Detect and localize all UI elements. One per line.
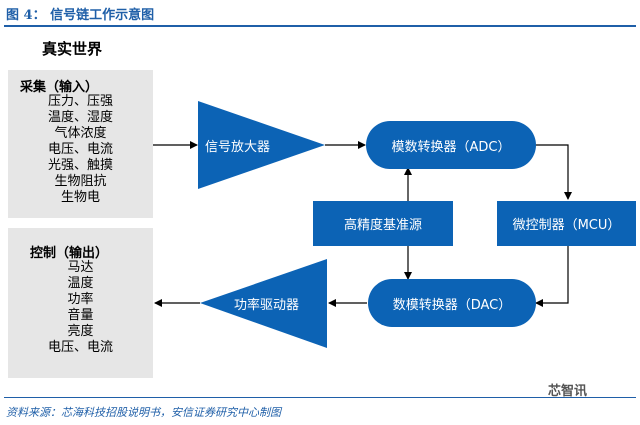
footer-rule [4, 397, 636, 398]
reference-block: 高精度基准源 [313, 201, 453, 246]
output-item: 马达 [67, 260, 94, 275]
output-heading: 控制（输出） [30, 246, 109, 261]
output-item: 功率 [67, 292, 94, 307]
mcu-block: 微控制器（MCU） [497, 201, 636, 246]
output-item: 电压、电流 [47, 340, 113, 355]
input-item: 生物电 [60, 190, 100, 205]
dac-block: 数模转换器（DAC） [368, 279, 536, 327]
driver-triangle [200, 259, 327, 348]
input-item: 温度、湿度 [47, 110, 113, 125]
watermark-text: 芯智讯 [548, 384, 588, 399]
input-item: 压力、压强 [47, 94, 113, 109]
input-list: 压力、压强 温度、湿度 气体浓度 电压、电流 光强、触摸 生物阻抗 生物电 [8, 94, 153, 206]
output-item: 亮度 [67, 324, 94, 339]
output-panel: 控制（输出） 马达 温度 功率 音量 亮度 电压、电流 [8, 228, 153, 378]
real-world-label: 真实世界 [42, 40, 103, 58]
adc-block: 模数转换器（ADC） [366, 121, 536, 169]
amplifier-triangle [198, 101, 325, 189]
output-item: 音量 [67, 308, 94, 323]
driver-label: 功率驱动器 [234, 298, 300, 313]
input-item: 生物阻抗 [54, 174, 107, 189]
amplifier-label: 信号放大器 [205, 140, 271, 155]
input-heading: 采集（输入） [20, 80, 99, 95]
title-rule [4, 25, 636, 27]
source-note: 资料来源：芯海科技招股说明书，安信证券研究中心制图 [6, 406, 281, 419]
output-item: 温度 [67, 276, 94, 291]
input-item: 气体浓度 [54, 126, 107, 141]
input-item: 电压、电流 [47, 142, 113, 157]
figure-title: 图 4： 信号链工作示意图 [6, 8, 155, 23]
arrow-adc-to-mcu [535, 144, 572, 200]
input-panel: 采集（输入） 压力、压强 温度、湿度 气体浓度 电压、电流 光强、触摸 生物阻抗… [8, 70, 153, 218]
arrow-mcu-to-dac [535, 246, 569, 307]
output-list: 马达 温度 功率 音量 亮度 电压、电流 [8, 260, 153, 356]
input-item: 光强、触摸 [47, 158, 113, 173]
